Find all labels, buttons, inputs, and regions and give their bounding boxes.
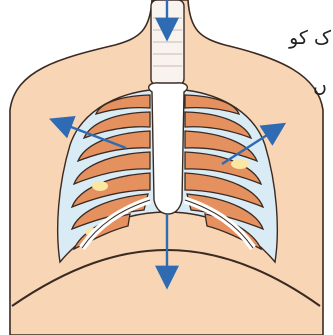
highlight-left: [92, 181, 108, 191]
sternum: [149, 83, 188, 214]
caption-text-line-1: ک کو: [289, 27, 331, 49]
caption-text-line-2: ں: [313, 75, 327, 97]
highlight-right: [231, 159, 249, 169]
